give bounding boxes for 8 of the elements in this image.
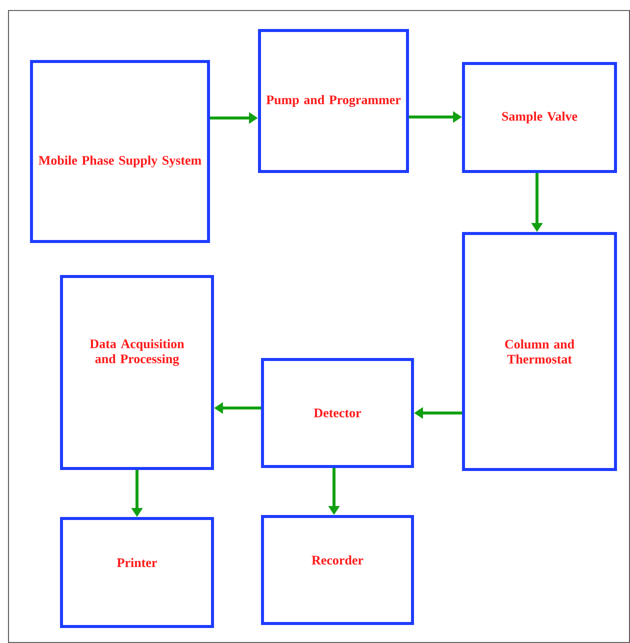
process-box: Printer: [60, 517, 214, 628]
process-box: Mobile Phase Supply System: [30, 60, 210, 243]
process-box: Data Acquisition and Processing: [60, 275, 214, 470]
process-box: Recorder: [261, 515, 414, 625]
process-box: Detector: [261, 358, 414, 468]
process-box: Sample Valve: [462, 62, 617, 173]
process-box: Column and Thermostat: [462, 232, 617, 471]
process-box: Pump and Programmer: [258, 29, 409, 173]
